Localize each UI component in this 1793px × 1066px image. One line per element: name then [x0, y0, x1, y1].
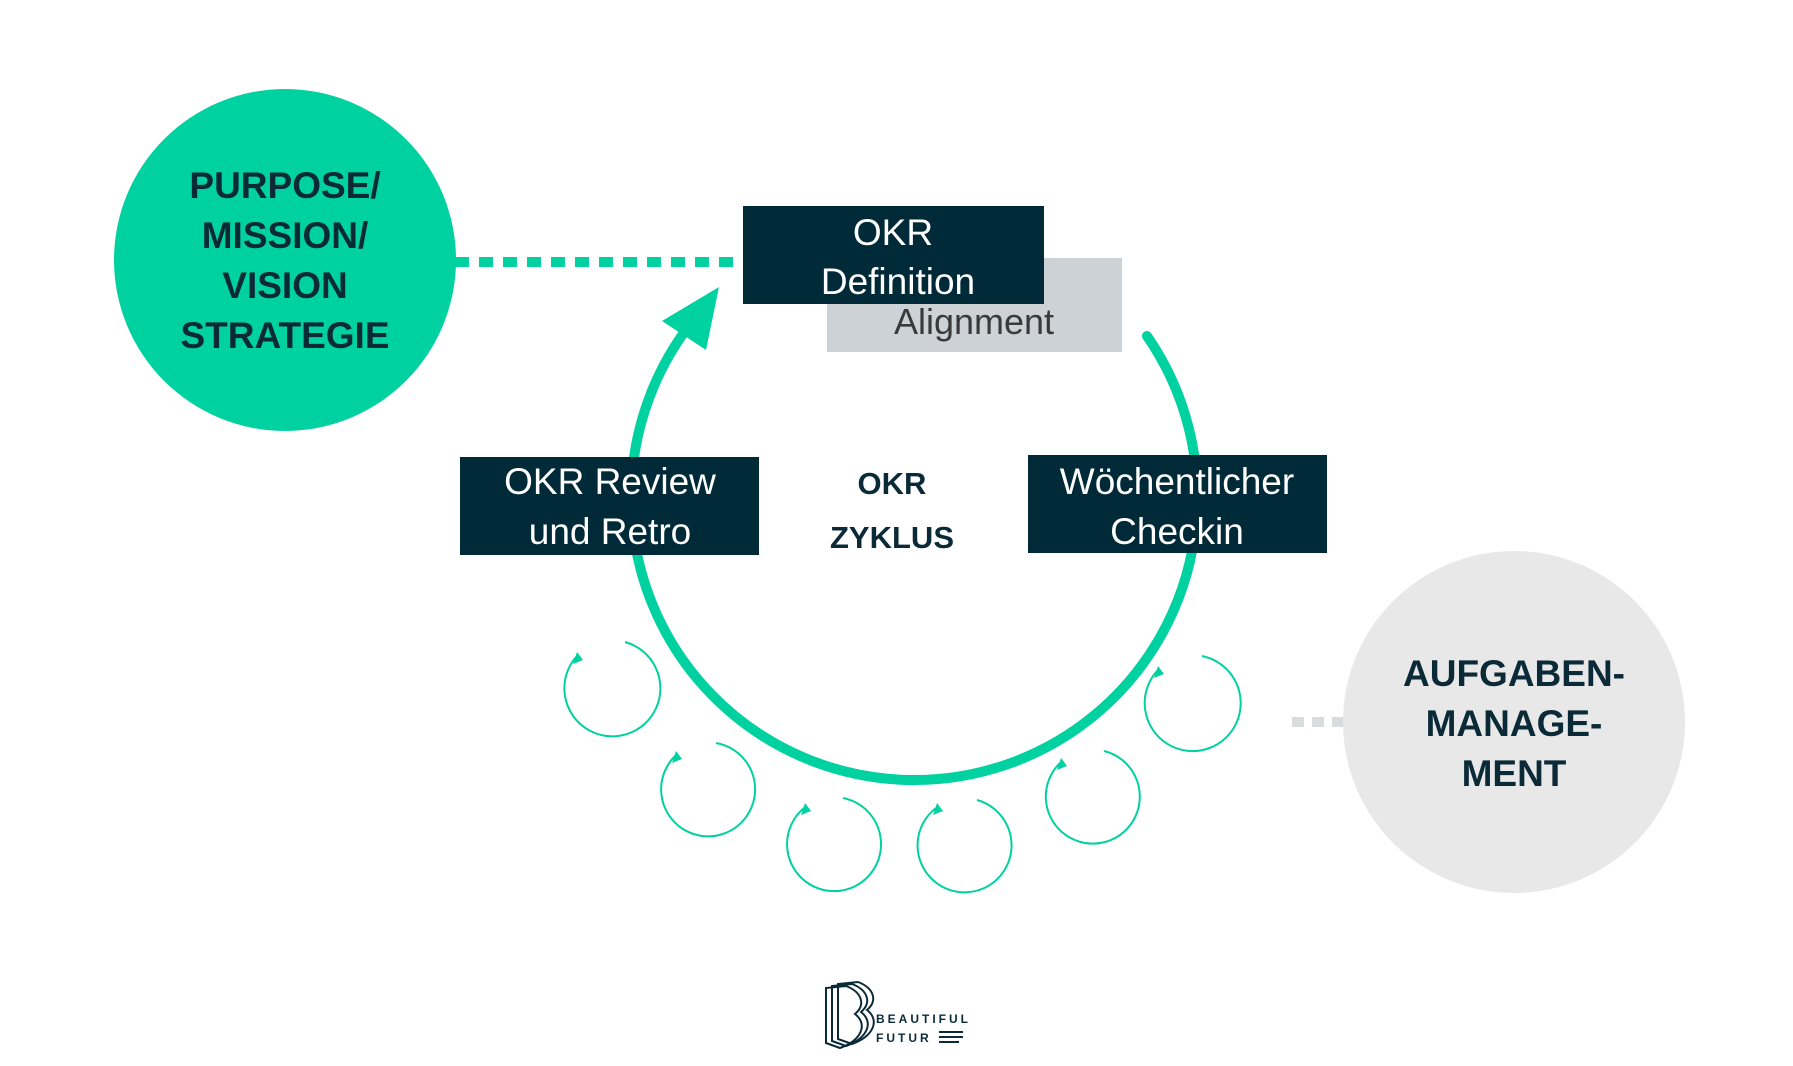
task-line-1: AUFGABEN-: [1403, 653, 1625, 694]
small-loop-icon: [786, 797, 882, 893]
review-line-2: und Retro: [529, 511, 692, 552]
small-loop-icon: [916, 799, 1013, 894]
small-loops: [563, 641, 1242, 894]
small-loop-icon: [1143, 655, 1242, 753]
review-line-1: OKR Review: [504, 461, 716, 502]
purpose-line-3: VISION: [222, 265, 347, 306]
cycle-center-title: OKR ZYKLUS: [830, 466, 954, 555]
okr-review-box: OKR Review und Retro: [460, 457, 759, 555]
center-line-2: ZYKLUS: [830, 520, 954, 555]
definition-line-2: Definition: [821, 261, 975, 302]
checkin-line-2: Checkin: [1110, 511, 1244, 552]
small-loop-icon: [660, 742, 757, 838]
logo-bars: [939, 1031, 963, 1043]
purpose-line-2: MISSION/: [202, 215, 369, 256]
alignment-label: Alignment: [894, 301, 1054, 342]
logo-line-2: FUTUR: [876, 1031, 932, 1045]
cycle-arrowhead-icon: [662, 287, 719, 350]
checkin-line-1: Wöchentlicher: [1060, 461, 1294, 502]
purpose-line-4: STRATEGIE: [181, 315, 390, 356]
center-line-1: OKR: [858, 466, 927, 501]
purpose-line-1: PURPOSE/: [189, 165, 380, 206]
okr-definition-box: OKR Definition: [743, 206, 1044, 304]
weekly-checkin-box: Wöchentlicher Checkin: [1028, 455, 1327, 553]
logo-line-1: BEAUTIFUL: [876, 1012, 971, 1026]
small-loop-icon: [1044, 750, 1141, 845]
purpose-circle: PURPOSE/ MISSION/ VISION STRATEGIE: [114, 89, 456, 431]
task-management-circle: AUFGABEN- MANAGE- MENT: [1343, 551, 1685, 893]
small-loop-icon: [563, 641, 662, 738]
beautiful-future-logo: BEAUTIFUL FUTUR: [825, 980, 971, 1050]
task-line-3: MENT: [1462, 753, 1567, 794]
definition-line-1: OKR: [853, 212, 933, 253]
task-line-2: MANAGE-: [1426, 703, 1603, 744]
beautiful-future-logo-icon: [825, 980, 875, 1050]
